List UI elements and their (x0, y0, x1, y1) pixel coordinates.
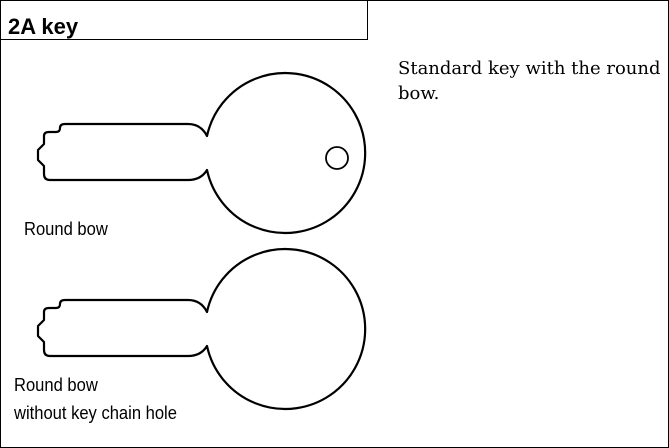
key-chain-hole (325, 146, 349, 170)
round-bow-label: Round bow (24, 219, 108, 239)
round-bow-no-hole-label-line-2: without key chain hole (14, 403, 177, 423)
key-description: Standard key with the round bow. (398, 58, 661, 104)
title-box: 2A key (0, 0, 368, 40)
round-bow-key-outline (36, 71, 367, 235)
round-bow-no-hole-label-line-1: Round bow (14, 375, 98, 395)
round-bow-key-no-hole-outline (36, 247, 367, 411)
figure-title: 2A key (8, 14, 79, 39)
